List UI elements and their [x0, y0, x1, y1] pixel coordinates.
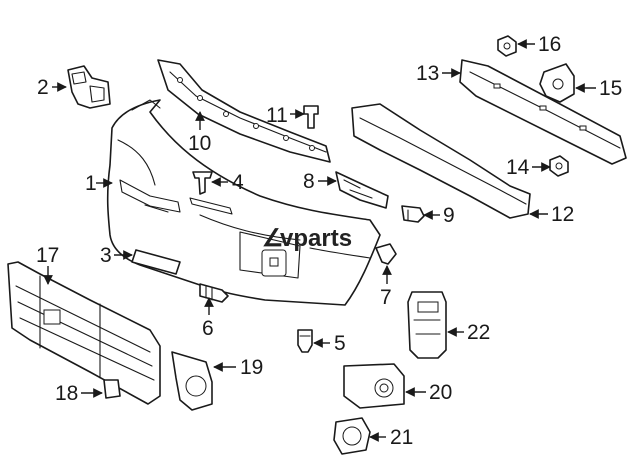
svg-text:16: 16: [538, 33, 561, 56]
svg-text:7: 7: [380, 286, 392, 309]
svg-text:5: 5: [334, 332, 346, 355]
callout-10: 10: [188, 111, 211, 155]
callout-7: 7: [380, 265, 392, 309]
watermark-glyph: ∠: [262, 225, 284, 252]
callout-6: 6: [202, 297, 214, 340]
svg-text:15: 15: [599, 77, 622, 100]
callout-11: 11: [266, 104, 305, 127]
callout-2: 2: [37, 76, 67, 99]
energy-absorber: [351, 103, 531, 219]
vparts-watermark: ∠ vparts: [262, 225, 352, 252]
svg-text:9: 9: [443, 204, 455, 227]
callout-1: 1: [85, 172, 113, 195]
callout-16: 16: [517, 33, 561, 56]
retainer-bracket: [335, 171, 389, 209]
callout-18: 18: [55, 382, 103, 405]
park-sensor: [333, 417, 371, 455]
callout-5: 5: [313, 332, 346, 355]
bumper-cover: [106, 99, 381, 306]
push-clip-4: [192, 171, 213, 195]
mount-bracket: [539, 63, 575, 103]
callout-21: 21: [369, 426, 413, 449]
svg-text:20: 20: [429, 381, 452, 404]
grille: [7, 261, 161, 405]
callout-22: 22: [447, 321, 490, 344]
svg-text:1: 1: [85, 172, 97, 195]
grille-clip: [103, 379, 121, 399]
callout-14: 14: [506, 156, 551, 179]
svg-text:17: 17: [36, 244, 59, 267]
callout-4: 4: [211, 171, 244, 194]
svg-text:13: 13: [416, 62, 439, 85]
svg-text:14: 14: [506, 156, 530, 179]
callout-8: 8: [303, 170, 337, 193]
callout-17: 17: [36, 244, 59, 285]
callout-20: 20: [405, 381, 452, 404]
nut-14: [549, 155, 569, 177]
svg-text:10: 10: [188, 132, 211, 155]
side-bracket: [67, 65, 111, 109]
svg-text:22: 22: [467, 321, 490, 344]
sensor-bracket: [407, 291, 447, 359]
svg-text:8: 8: [303, 170, 315, 193]
push-clip-5: [297, 329, 313, 353]
nut-16: [497, 35, 517, 57]
bolt-11: [303, 105, 319, 129]
svg-text:18: 18: [55, 382, 78, 405]
callout-12: 12: [529, 203, 574, 226]
watermark-brand: vparts: [280, 225, 352, 252]
sensor-retainer: [343, 363, 405, 409]
bolt-7: [375, 243, 397, 265]
svg-text:12: 12: [551, 203, 574, 226]
svg-text:19: 19: [240, 356, 263, 379]
clip-nut-9: [401, 205, 425, 223]
callout-15: 15: [575, 77, 622, 100]
callout-19: 19: [213, 356, 263, 379]
trim-strip: [131, 249, 181, 275]
callout-13: 13: [416, 62, 461, 85]
fog-lamp-bezel: [171, 351, 213, 411]
svg-text:11: 11: [266, 104, 288, 127]
upper-retainer: [157, 59, 331, 163]
svg-text:2: 2: [37, 76, 49, 99]
svg-text:4: 4: [232, 171, 244, 194]
svg-text:21: 21: [390, 426, 413, 449]
svg-text:6: 6: [202, 317, 214, 340]
callout-3: 3: [100, 244, 133, 267]
svg-text:3: 3: [100, 244, 112, 267]
impact-bar: [459, 59, 627, 165]
callout-9: 9: [423, 204, 455, 227]
